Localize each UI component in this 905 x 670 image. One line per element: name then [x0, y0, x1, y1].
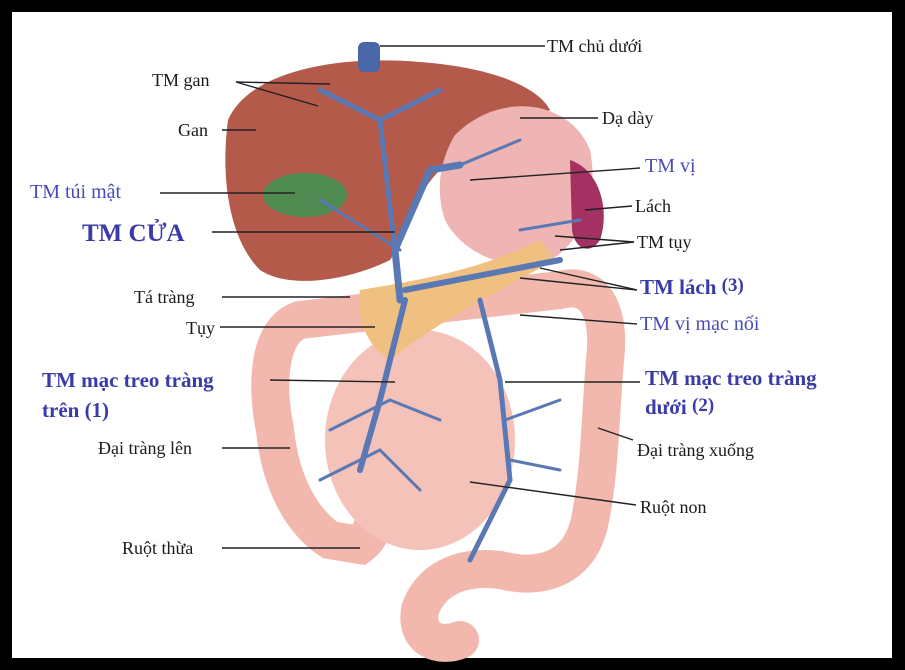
label-cystic-vein: TM túi mật: [30, 181, 122, 203]
label-portal-vein: TM CỬA: [82, 220, 185, 247]
label-ivc: TM chủ dưới: [547, 36, 643, 56]
splenic-vein-text: TM lách: [640, 275, 717, 299]
label-ascending-colon: Đại tràng lên: [98, 438, 192, 458]
label-spleen: Lách: [635, 196, 671, 216]
imv-number: (2): [692, 395, 715, 416]
gallbladder: [263, 173, 347, 217]
label-gastric-vein: TM vị: [645, 155, 696, 177]
label-duodenum: Tá tràng: [134, 287, 195, 307]
label-smv-line2: trên (1): [42, 398, 110, 422]
leader-lines: [160, 45, 641, 549]
spleen: [570, 160, 604, 249]
label-appendix: Ruột thừa: [122, 538, 194, 558]
label-pancreatic-vein: TM tụy: [637, 232, 692, 252]
imv-text: dưới: [645, 395, 687, 419]
label-pancreas: Tụy: [186, 318, 215, 338]
venous-system: [317, 87, 582, 563]
label-imv-line2: dưới (2): [645, 393, 714, 423]
small-intestine: [325, 330, 515, 550]
label-liver: Gan: [178, 120, 208, 140]
stomach: [439, 106, 593, 266]
label-hepatic-vein: TM gan: [152, 70, 210, 90]
label-smv-line1: TM mạc treo tràng: [42, 368, 214, 392]
splenic-vein-number: (3): [721, 275, 744, 296]
inferior-vena-cava: [358, 42, 380, 72]
label-descending-colon: Đại tràng xuống: [637, 440, 754, 460]
label-stomach: Dạ dày: [602, 108, 654, 128]
label-gastroepiploic-vein: TM vị mạc nối: [640, 313, 760, 335]
label-imv-line1: TM mạc treo tràng: [645, 366, 817, 390]
label-splenic-vein: TM lách (3): [640, 273, 744, 303]
label-small-intestine: Ruột non: [640, 497, 707, 517]
